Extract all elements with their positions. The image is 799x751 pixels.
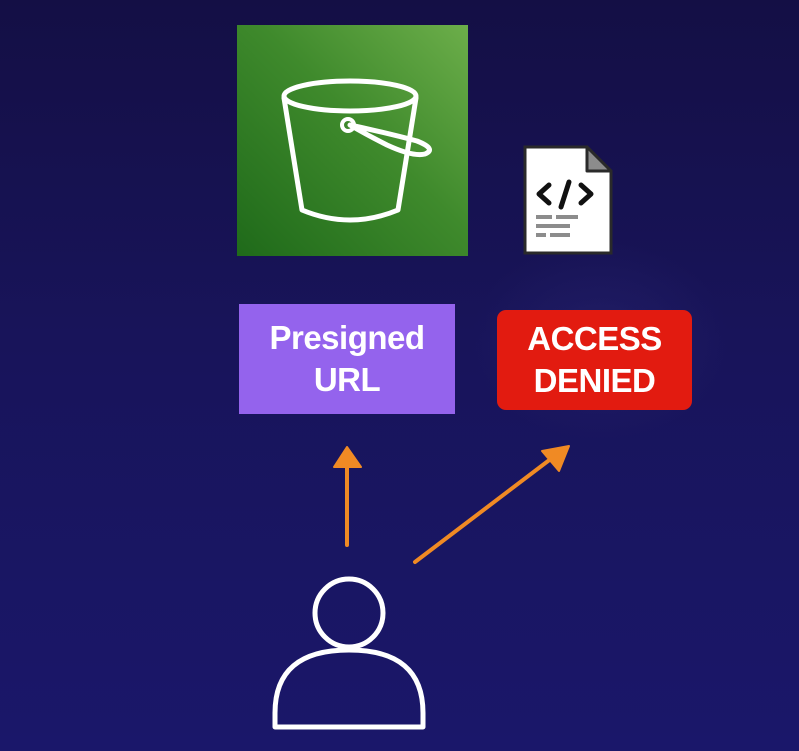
arrow-diagonal-to-denied (413, 456, 554, 564)
access-denied-box: ACCESS DENIED (497, 310, 692, 410)
s3-bucket-icon (237, 25, 468, 256)
arrowhead-up (333, 446, 362, 468)
arrowhead-diagonal (541, 445, 570, 472)
code-document-icon (521, 145, 615, 257)
presigned-url-line1: Presigned (269, 319, 425, 356)
presigned-url-box: Presigned URL (239, 304, 455, 414)
presigned-url-line2: URL (313, 361, 381, 398)
user-icon (268, 575, 430, 735)
access-denied-line1: ACCESS (527, 320, 662, 357)
access-denied-line2: DENIED (533, 362, 656, 399)
